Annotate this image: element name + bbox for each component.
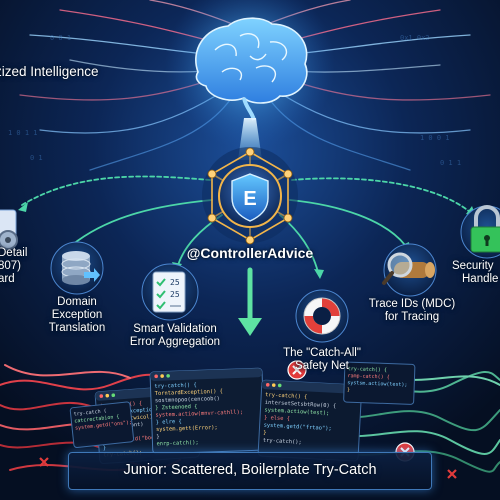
code-line: try-catch() { [348, 366, 387, 373]
code-line: system.getd("frtao"); [263, 423, 331, 433]
problem-detail-line-1: Detail [0, 247, 28, 259]
database-icon [61, 251, 100, 285]
hub-badge-letter: E [243, 188, 256, 210]
validation-tick-1: 25 [170, 278, 180, 287]
trace-ids-line-1: Trace IDs (MDC) [368, 298, 456, 310]
smart-validation-label: Smart Validation Error Aggregation [120, 323, 230, 349]
code-line: } [103, 445, 107, 451]
code-window-2: try-catch() { TorntardException() { sost… [149, 367, 266, 455]
code-line: sostmnopoo(cencoob() [155, 396, 220, 404]
shield-icon [231, 173, 269, 222]
error-icon [287, 360, 307, 380]
code-line: } else { [264, 415, 290, 422]
smart-validation-node: 25 25 [141, 263, 199, 321]
domain-exception-node [50, 241, 104, 295]
lock-icon [470, 205, 500, 253]
code-line: system.actiow(mnvr-cathll); [155, 410, 243, 419]
catch-all-label: The "Catch-All" Safety Net [270, 347, 374, 373]
trace-ids-line-2: for Tracing [384, 310, 440, 323]
code-window-5: try-catch() { ramp-catch() { systsm.acti… [343, 361, 416, 405]
catch-all-line-2: Safety Net [295, 359, 349, 372]
code-line: system.getd("ons"); [75, 420, 133, 432]
intelligence-label: izized Intelligence [0, 64, 99, 79]
catch-all-node [295, 289, 349, 343]
error-mark [447, 469, 457, 479]
code-line: ramp-catch() { [347, 373, 389, 380]
lifebuoy-icon [303, 297, 341, 335]
security-label: Security Handle [452, 260, 498, 286]
code-line: } Zsteenoed { [155, 404, 197, 411]
code-line: } [156, 434, 159, 440]
code-line: } elre { [156, 419, 182, 426]
footer-title: Junior: Scattered, Boilerplate Try-Catch [123, 462, 377, 478]
code-line: try-catch ( [73, 408, 107, 417]
svg-text:1 0 1 1: 1 0 1 1 [8, 129, 38, 137]
problem-detail-label: Detail 807) ard [0, 247, 27, 286]
problem-detail-line-2: 807) [0, 259, 22, 272]
problem-detail-line-3: ard [0, 272, 15, 285]
controller-advice-hub: E [202, 147, 298, 245]
code-line: systsm.actiow(test); [347, 380, 407, 388]
domain-exception-line-2: Exception [51, 308, 103, 321]
validation-tick-2: 25 [170, 290, 180, 299]
error-mark [39, 457, 49, 467]
code-line: enrp-catch(); [156, 440, 198, 447]
code-window-3: try-catch() { intersetSetsbtRow(0) { sys… [257, 379, 363, 462]
footer-banner: Junior: Scattered, Boilerplate Try-Catch [68, 452, 432, 490]
code-line: TorntardException() { [155, 389, 223, 397]
magnifier-icon [382, 252, 435, 285]
security-node [460, 205, 500, 259]
security-line-2: Handle [462, 272, 499, 285]
security-line-1: Security [452, 260, 494, 272]
svg-text:0x1 0x2: 0x1 0x2 [400, 34, 430, 42]
code-line: try-catch(); [263, 438, 302, 446]
code-line: system.actiow(test); [264, 407, 329, 416]
code-line: } [347, 387, 350, 393]
code-line: system.gett(Error); [156, 425, 218, 433]
trace-ids-node [382, 243, 437, 297]
code-line: try-catch() { [154, 382, 196, 389]
code-line: try-catch() { [265, 392, 307, 400]
checklist-icon: 25 25 [152, 271, 186, 313]
code-line: } [263, 430, 267, 436]
controller-advice-title: @ControllerAdvice [186, 245, 314, 261]
code-line: System.getd("boet"); [102, 434, 167, 445]
catch-all-line-1: The "Catch-All" [283, 347, 361, 359]
problem-detail-node [0, 209, 18, 250]
svg-text:0 0 1: 0 0 1 [50, 34, 71, 42]
svg-text:1 0 0 1: 1 0 0 1 [420, 134, 450, 142]
smart-validation-line-1: Smart Validation [133, 323, 217, 335]
smart-validation-line-2: Error Aggregation [129, 335, 221, 348]
code-line: catcrectabion { [74, 414, 120, 425]
code-window-4: try-catch ( catcrectabion { system.getd(… [69, 401, 135, 448]
code-line: intersetSetsbtRow(0) { [265, 400, 337, 410]
binary-texture: 1 0 1 1 0 1 1 0 0 1 0 1 1 0x1 0x2 0 0 1 [8, 34, 461, 167]
svg-text:0 1 1: 0 1 1 [440, 159, 461, 167]
domain-exception-line-1: Domain [57, 296, 97, 308]
trace-ids-label: Trace IDs (MDC) for Tracing [360, 298, 464, 324]
domain-exception-line-3: Translation [48, 321, 106, 334]
svg-text:0 1: 0 1 [30, 154, 43, 162]
code-line: Runtime(Exception) { [100, 406, 165, 417]
domain-exception-label: Domain Exception Translation [37, 296, 117, 335]
